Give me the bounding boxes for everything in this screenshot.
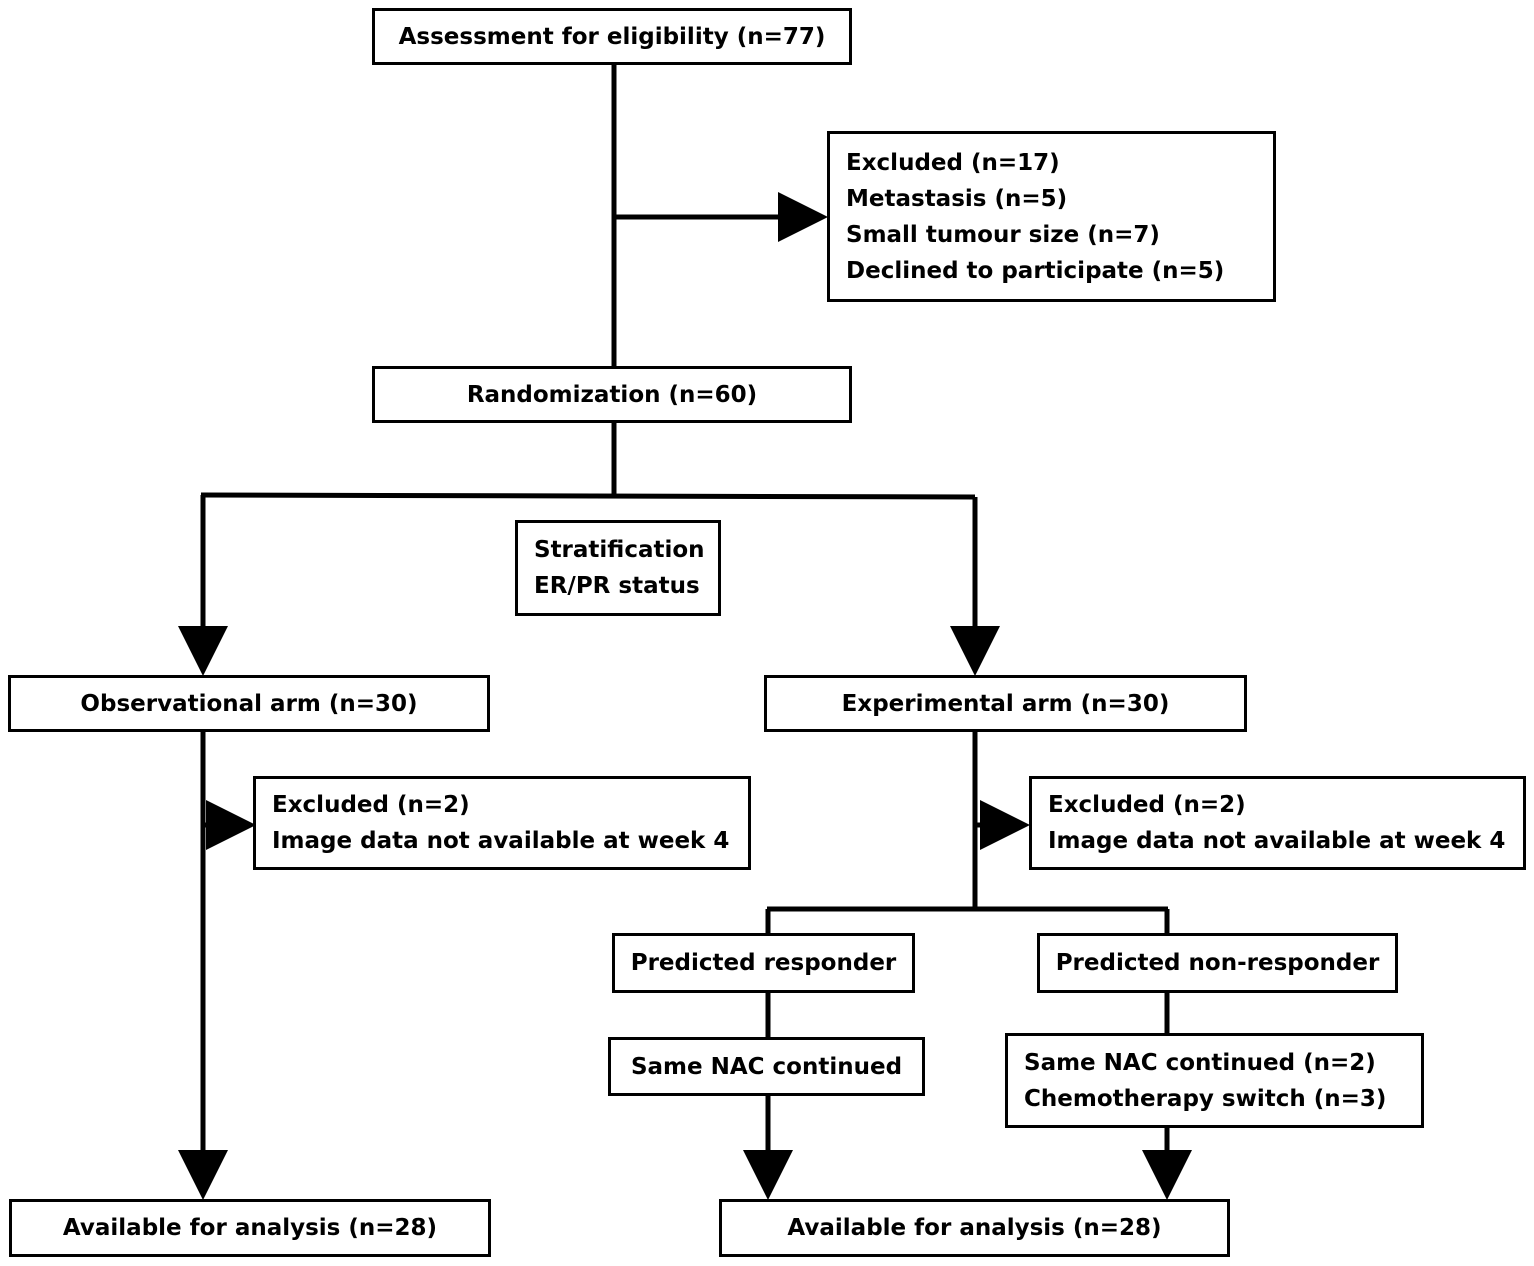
experimental-available-label: Available for analysis (n=28) (787, 1215, 1162, 1241)
excluded-main-line: Excluded (n=17) (846, 149, 1060, 176)
experimental-excluded-box: Excluded (n=2) Image data not available … (1029, 776, 1526, 870)
excluded-main-box: Excluded (n=17) Metastasis (n=5) Small t… (827, 131, 1276, 302)
experimental-arm-box: Experimental arm (n=30) (764, 675, 1247, 732)
observational-arm-box: Observational arm (n=30) (8, 675, 490, 732)
predicted-non-responder-label: Predicted non-responder (1055, 950, 1380, 976)
experimental-excluded-line: Image data not available at week 4 (1048, 828, 1506, 854)
connector-split-horizontal (200, 492, 976, 500)
predicted-responder-label: Predicted responder (630, 950, 897, 976)
experimental-arm-label: Experimental arm (n=30) (841, 690, 1170, 717)
predicted-responder-box: Predicted responder (612, 933, 915, 993)
non-responder-action-box: Same NAC continued (n=2) Chemotherapy sw… (1005, 1033, 1424, 1128)
excluded-main-line: Declined to participate (n=5) (846, 257, 1225, 284)
experimental-excluded-line: Excluded (n=2) (1048, 792, 1246, 818)
observational-excluded-line: Excluded (n=2) (272, 792, 470, 818)
assessment-label: Assessment for eligibility (n=77) (398, 23, 826, 50)
randomization-box: Randomization (n=60) (372, 366, 852, 423)
responder-action-box: Same NAC continued (608, 1037, 925, 1096)
excluded-main-line: Small tumour size (n=7) (846, 221, 1160, 248)
non-responder-action-line: Same NAC continued (n=2) (1024, 1049, 1376, 1076)
predicted-non-responder-box: Predicted non-responder (1037, 933, 1398, 993)
observational-excluded-line: Image data not available at week 4 (272, 828, 730, 854)
observational-arm-label: Observational arm (n=30) (80, 690, 418, 717)
stratification-line: Stratification (534, 537, 705, 563)
randomization-label: Randomization (n=60) (466, 381, 758, 408)
observational-available-box: Available for analysis (n=28) (9, 1199, 491, 1257)
responder-action-label: Same NAC continued (630, 1053, 903, 1080)
stratification-box: Stratification ER/PR status (515, 520, 721, 616)
observational-available-label: Available for analysis (n=28) (62, 1215, 438, 1241)
observational-excluded-box: Excluded (n=2) Image data not available … (253, 776, 751, 870)
non-responder-action-line: Chemotherapy switch (n=3) (1024, 1085, 1387, 1112)
excluded-main-line: Metastasis (n=5) (846, 185, 1068, 212)
stratification-line: ER/PR status (534, 573, 700, 599)
experimental-available-box: Available for analysis (n=28) (719, 1199, 1230, 1257)
assessment-box: Assessment for eligibility (n=77) (372, 8, 852, 65)
